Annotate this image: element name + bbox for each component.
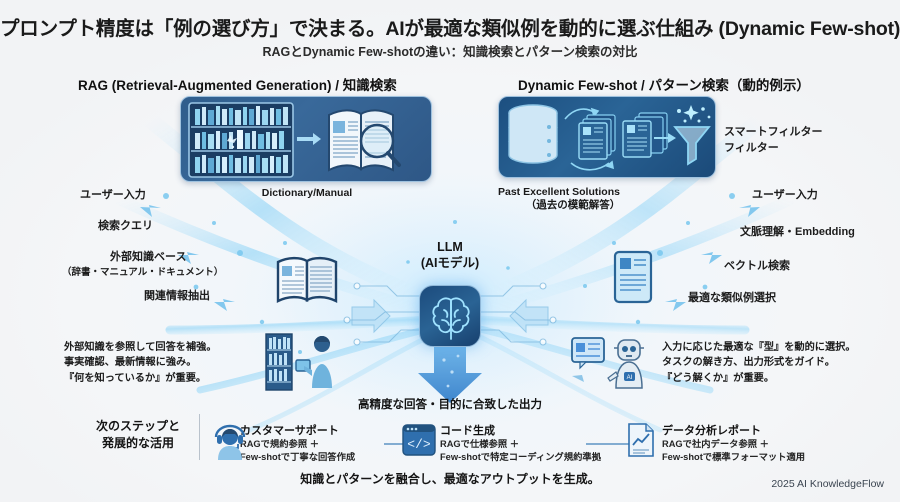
right-step-vector-search: ベクトル検索 <box>724 260 790 272</box>
usecase-1-line1: RAGで規約参照 ＋ <box>240 439 320 449</box>
usecase-2-line2: Few-shotで特定コーディング規約準拠 <box>440 452 602 463</box>
dynamic-fewshot-description: 入力に応じた最適な『型』を動的に選択。 タスクの解き方、出力形式をガイド。 『ど… <box>662 340 856 386</box>
dfs-description-line2: タスクの解き方、出力形式をガイド。 <box>662 357 835 369</box>
next-steps-line2: 発展的な活用 <box>101 436 174 451</box>
converging-arrow-left <box>351 298 391 334</box>
converging-arrow-right <box>509 298 549 334</box>
summary-text: 知識とパターンを融合し、最適なアウトプットを生成。 <box>300 472 600 486</box>
rag-description: 外部知識を参照して回答を補強。 事実確認、最新情報に強み。 『何を知っているか』… <box>64 340 217 386</box>
rag-description-line3: 『何を知っているか』が重要。 <box>64 372 207 384</box>
dfs-description-line1: 入力に応じた最適な『型』を動的に選択。 <box>662 342 856 353</box>
rag-panel-caption: Dictionary/Manual <box>261 187 353 199</box>
smart-filter-label-line1: スマートフィルター <box>724 126 823 138</box>
bottom-divider <box>199 414 200 460</box>
rag-illustration-panel <box>180 96 432 182</box>
left-step-search-query: 検索クエリ <box>98 220 153 232</box>
usecase-2-line1: RAGで仕様参照 ＋ <box>440 439 520 449</box>
analytics-report-icon <box>626 422 656 458</box>
usecase-3-line2: Few-shotで標準フォーマット適用 <box>662 452 806 463</box>
column-heading-dynamic-fewshot: Dynamic Few-shot / パターン検索（動的例示） <box>518 78 810 93</box>
next-steps-label: 次のステップと 発展的な活用 <box>78 418 198 453</box>
usecase-2-title: コード生成 <box>440 425 495 437</box>
usecase-customer-support: カスタマーサポート RAGで規約参照 ＋ Few-shotで丁寧な回答作成 <box>214 422 356 464</box>
librarian-with-bookshelf-icon <box>264 330 342 392</box>
usecase-data-analysis-report: データ分析レポート RAGで社内データ参照 ＋ Few-shotで標準フォーマッ… <box>628 422 806 464</box>
dynamic-fewshot-illustration-panel <box>498 96 716 178</box>
right-step-select-example: 最適な類似例選択 <box>688 292 776 304</box>
usecase-1-line2: Few-shotで丁寧な回答作成 <box>240 452 356 463</box>
page-title: プロンプト精度は「例の選び方」で決まる。AIが最適な類似例を動的に選ぶ仕組み (… <box>0 18 900 40</box>
left-step-extract-info: 関連情報抽出 <box>144 290 210 302</box>
customer-support-headset-icon <box>212 424 248 460</box>
bookshelf-magnifier-icon <box>188 102 401 178</box>
column-heading-rag: RAG (Retrieval-Augmented Generation) / 知… <box>78 78 397 93</box>
footer-credit: 2025 AI KnowledgeFlow <box>771 478 884 490</box>
funnel-icon <box>673 105 711 166</box>
left-step-knowledge-base: 外部知識ベース <box>110 251 187 263</box>
llm-label-line2: (AIモデル) <box>420 255 480 270</box>
usecase-1-title: カスタマーサポート <box>240 425 339 437</box>
next-steps-line1: 次のステップと <box>95 419 180 433</box>
llm-label-line1: LLM <box>437 240 463 254</box>
right-step-context-embedding: 文脈理解・Embedding <box>740 226 855 238</box>
usecase-3-title: データ分析レポート <box>662 425 761 437</box>
dfs-panel-caption-en: Past Excellent Solutions <box>498 186 620 198</box>
page-subtitle: RAGとDynamic Few-shotの違い：知識検索とパターン検索の対比 <box>262 45 638 59</box>
svg-text:</>: </> <box>407 437 431 452</box>
dfs-panel-caption-jp: （過去の模範解答） <box>525 199 621 211</box>
down-arrow-icon <box>418 347 482 403</box>
usecase-code-generation: </> コード生成 RAGで仕様参照 ＋ Few-shotで特定コーディング規約… <box>402 422 602 464</box>
smart-filter-label-line2: フィルター <box>724 142 779 154</box>
left-step-knowledge-base-sub: （辞書・マニュアル・ドキュメント） <box>62 267 224 278</box>
dfs-description-line3: 『どう解くか』が重要。 <box>662 372 775 384</box>
llm-label: LLM (AIモデル) <box>395 240 505 271</box>
document-card-icon <box>610 248 656 306</box>
svg-text:AI: AI <box>627 375 633 381</box>
database-documents-funnel-icon <box>508 104 711 171</box>
right-step-user-input: ユーザー入力 <box>752 189 818 201</box>
ai-robot-with-screen-icon: AI <box>570 332 652 390</box>
rag-description-line1: 外部知識を参照して回答を補強。 <box>64 342 217 353</box>
left-step-user-input: ユーザー入力 <box>80 189 146 201</box>
usecase-3-line1: RAGで社内データ参照 ＋ <box>662 439 769 449</box>
open-book-icon <box>272 252 342 308</box>
brain-chip-icon <box>419 285 481 347</box>
code-window-icon: </> <box>402 424 436 456</box>
rag-description-line2: 事実確認、最新情報に強み。 <box>64 357 197 369</box>
center-output-text: 高精度な回答・目的に合致した出力 <box>358 399 542 411</box>
